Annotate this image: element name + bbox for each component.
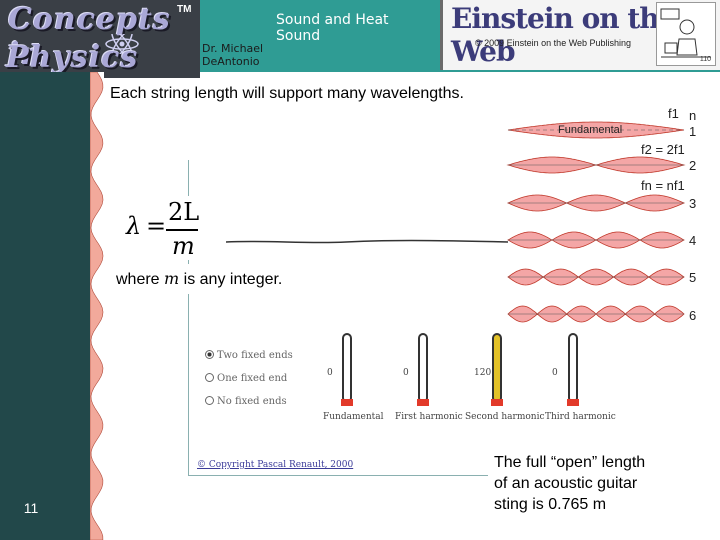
second-harmonic-slider[interactable] bbox=[492, 333, 502, 403]
f2-label: f2 = 2f1 bbox=[641, 142, 685, 157]
equation-equals: = bbox=[146, 212, 167, 240]
mode-number-1: 1 bbox=[689, 124, 697, 139]
concepts-in-physics-logo: Concepts in Physics bbox=[0, 0, 200, 78]
integer-note-suffix: is any integer. bbox=[179, 271, 283, 288]
mode-number-6: 6 bbox=[689, 308, 697, 323]
fundamental-value: 0 bbox=[327, 368, 333, 378]
radio-unselected-icon[interactable] bbox=[205, 396, 214, 405]
radio-no-fixed-ends[interactable]: No fixed ends bbox=[205, 396, 287, 407]
integer-note: where m is any integer. bbox=[110, 264, 316, 294]
brand-title: Einstein on the Web bbox=[451, 2, 676, 68]
radio-label: One fixed end bbox=[217, 373, 288, 384]
integer-note-variable: m bbox=[164, 269, 180, 288]
mode-number-2: 2 bbox=[689, 158, 697, 173]
cartoon-number: 110 bbox=[699, 56, 711, 63]
first-harmonic-slider[interactable] bbox=[418, 333, 428, 403]
second-harmonic-value: 120 bbox=[474, 368, 492, 378]
vibrating-string bbox=[226, 239, 508, 244]
third-harmonic-label: Third harmonic bbox=[545, 412, 616, 422]
equation-numerator: 2L bbox=[168, 198, 200, 226]
third-harmonic-slider-handle[interactable] bbox=[567, 399, 579, 406]
wavelength-equation: λ = 2L m bbox=[118, 196, 202, 260]
logo-line-2: Physics bbox=[6, 40, 139, 75]
note-line-1: The full “open” length bbox=[494, 454, 646, 471]
radio-label: Two fixed ends bbox=[217, 350, 293, 361]
first-harmonic-slider-handle[interactable] bbox=[417, 399, 429, 406]
slide-title: Sound and Heat Sound bbox=[276, 12, 389, 44]
first-harmonic-label: First harmonic bbox=[395, 412, 463, 422]
slide-title-line-1: Sound and Heat bbox=[276, 12, 389, 28]
first-harmonic-value: 0 bbox=[403, 368, 409, 378]
note-line-2: of an acoustic guitar bbox=[494, 475, 638, 492]
left-sidebar bbox=[0, 72, 90, 540]
author-line-1: Dr. Michael bbox=[202, 42, 264, 55]
mode-number-5: 5 bbox=[689, 270, 697, 285]
second-harmonic-slider-handle[interactable] bbox=[491, 399, 503, 406]
atom-icon bbox=[105, 34, 139, 54]
author-name: Dr. Michael DeAntonio bbox=[202, 42, 263, 68]
integer-note-prefix: where bbox=[116, 271, 165, 288]
third-harmonic-value: 0 bbox=[552, 368, 558, 378]
trademark-mark: TM bbox=[177, 4, 192, 15]
cartoon-drawing bbox=[660, 8, 711, 58]
harmonic-modes-diagram bbox=[506, 121, 686, 323]
mode-number-4: 4 bbox=[689, 233, 697, 248]
second-harmonic-label: Second harmonic bbox=[465, 412, 545, 422]
equation-lambda: λ bbox=[126, 212, 142, 240]
radio-selected-icon[interactable] bbox=[205, 350, 214, 359]
mode-number-3: 3 bbox=[689, 196, 697, 211]
fundamental-label: Fundamental bbox=[323, 412, 384, 422]
radio-one-fixed-end[interactable]: One fixed end bbox=[205, 373, 287, 384]
professor-cartoon-icon: 110 bbox=[656, 2, 716, 66]
guitar-string-note: The full “open” length of an acoustic gu… bbox=[488, 450, 682, 522]
slide-subtitle: Each string length will support many wav… bbox=[110, 85, 464, 102]
applet-copyright-link[interactable]: © Copyright Pascal Renault, 2000 bbox=[197, 460, 354, 470]
fundamental-slider-handle[interactable] bbox=[341, 399, 353, 406]
sidebar-wave-edge bbox=[90, 72, 104, 540]
n-column-header: n bbox=[689, 108, 697, 123]
radio-label: No fixed ends bbox=[217, 396, 287, 407]
author-line-2: DeAntonio bbox=[202, 55, 260, 68]
note-line-3: sting is 0.765 m bbox=[494, 496, 607, 513]
slide-title-line-2: Sound bbox=[276, 28, 321, 44]
fundamental-mode-label: Fundamental bbox=[558, 124, 623, 136]
radio-unselected-icon[interactable] bbox=[205, 373, 214, 382]
third-harmonic-slider[interactable] bbox=[568, 333, 578, 403]
fn-label: fn = nf1 bbox=[641, 178, 685, 193]
standing-wave-applet bbox=[188, 160, 628, 476]
radio-two-fixed-ends[interactable]: Two fixed ends bbox=[205, 350, 293, 361]
f1-label: f1 bbox=[668, 106, 679, 121]
equation-fraction-bar bbox=[166, 229, 198, 231]
fundamental-slider[interactable] bbox=[342, 333, 352, 403]
equation-denominator: m bbox=[172, 232, 195, 260]
einstein-on-the-web-banner: Einstein on the Web © 2009 Einstein on t… bbox=[440, 0, 720, 70]
brand-copyright: © 2009 Einstein on the Web Publishing bbox=[475, 38, 632, 48]
logo-line-1: Concepts in bbox=[8, 2, 171, 72]
slide-number: 11 bbox=[23, 500, 39, 516]
